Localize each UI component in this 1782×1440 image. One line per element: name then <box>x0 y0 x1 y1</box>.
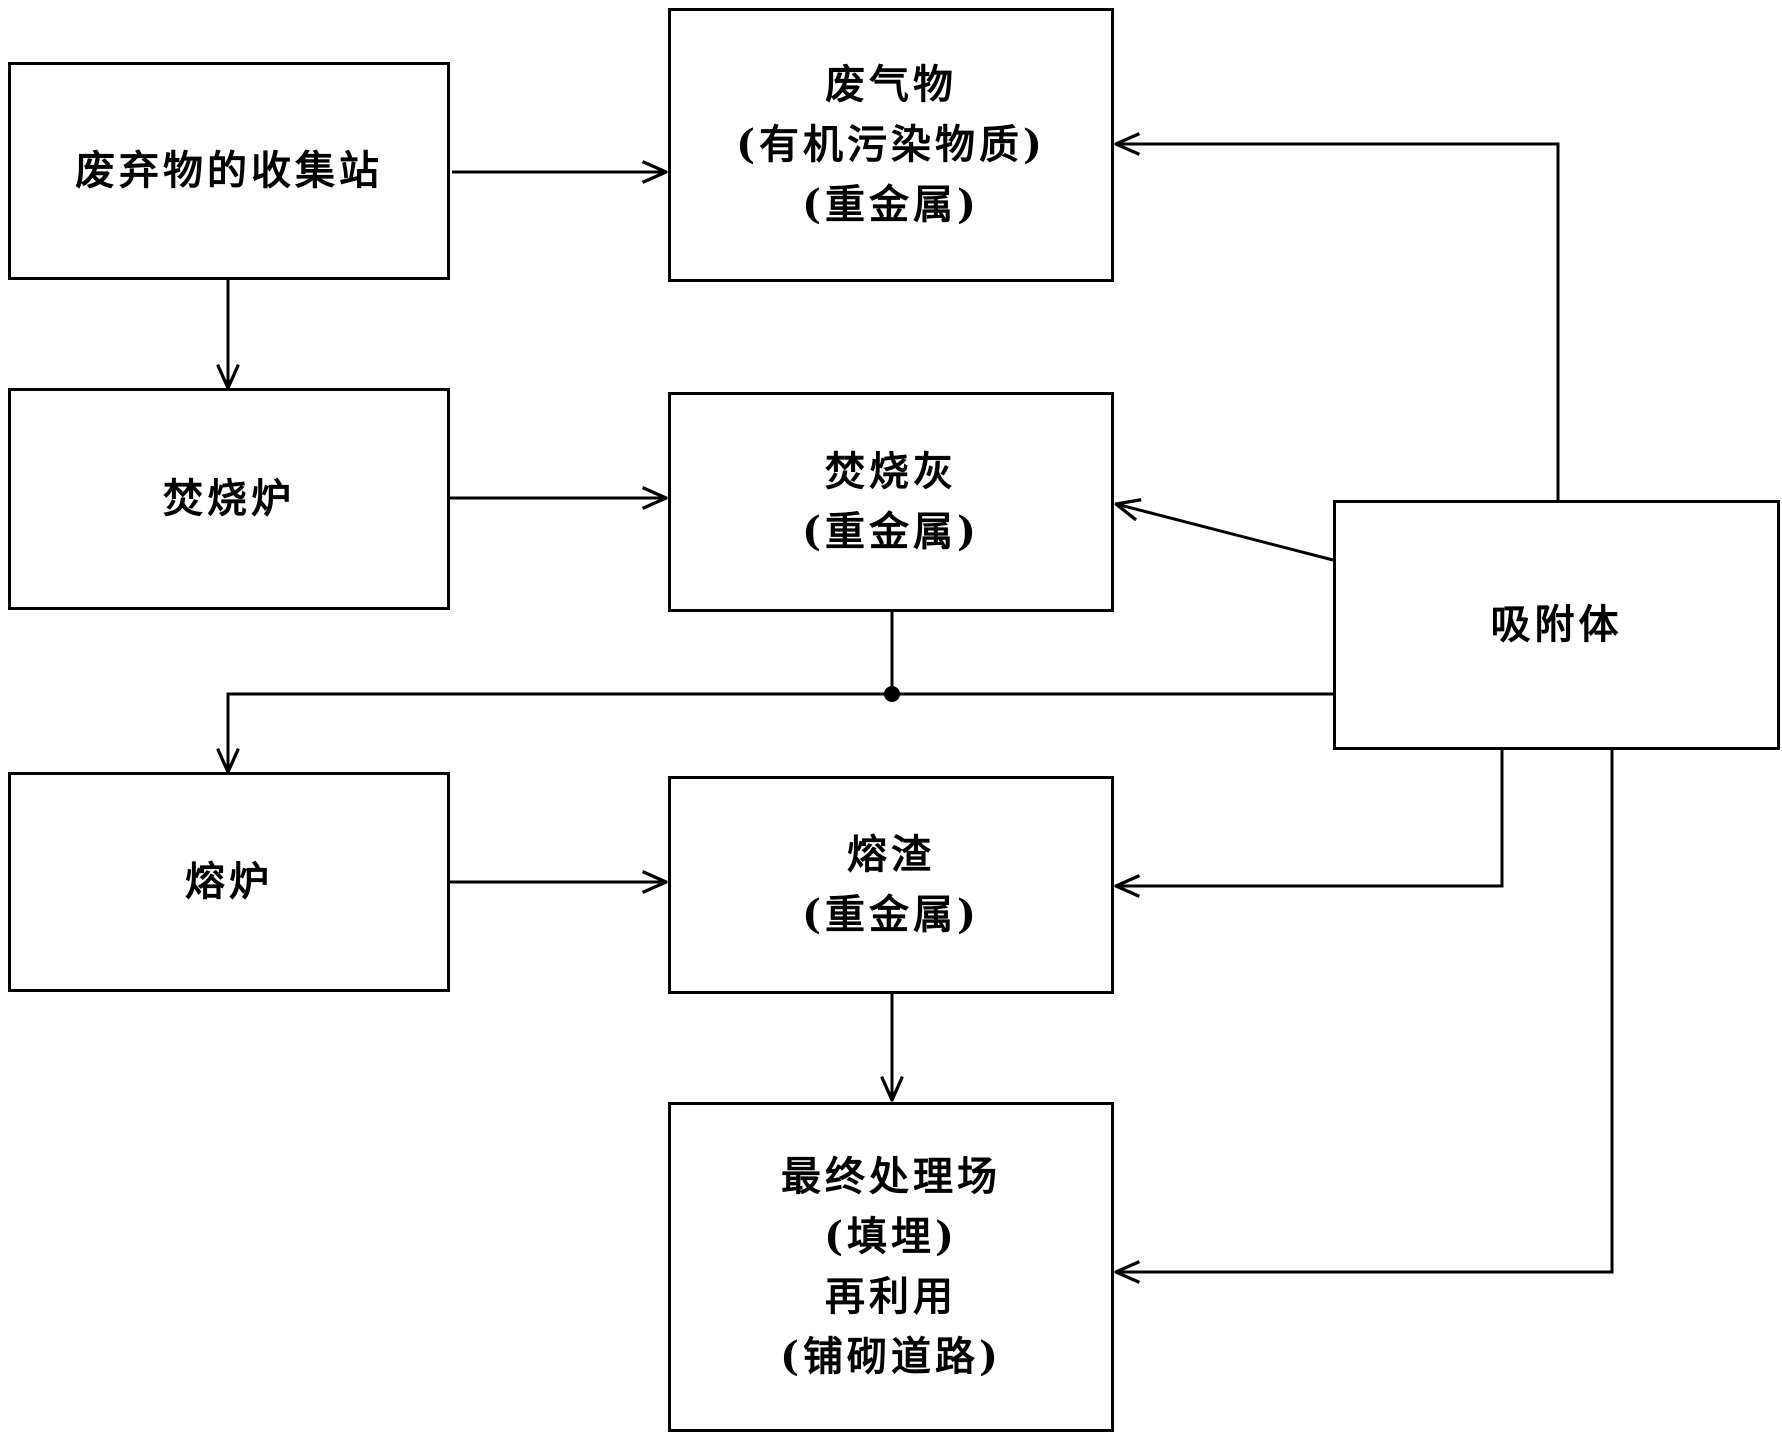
node-label: 废气物 (有机污染物质) (重金属) <box>736 57 1046 233</box>
arrow-junction-to-furnace <box>228 692 1333 772</box>
node-label-line: 熔炉 <box>185 858 273 905</box>
node-label-line: (重金属) <box>802 891 980 938</box>
node-exhaust-gas: 废气物 (有机污染物质) (重金属) <box>668 8 1114 282</box>
node-melting-furnace: 熔炉 <box>8 772 450 992</box>
node-label-line: 废气物 <box>824 61 957 108</box>
node-label: 熔渣 (重金属) <box>802 827 980 943</box>
node-label-line: 熔渣 <box>846 831 935 878</box>
node-incineration-ash: 焚烧灰 (重金属) <box>668 392 1114 612</box>
node-label: 焚烧灰 (重金属) <box>802 444 980 560</box>
arrow-adsorbent-to-ash <box>1116 504 1334 562</box>
node-label: 熔炉 <box>185 854 273 910</box>
node-label-line: (重金属) <box>802 181 980 228</box>
arrow-adsorbent-to-final <box>1116 750 1614 1272</box>
node-label-line: (填埋) <box>824 1213 958 1260</box>
node-label-line: 废弃物的收集站 <box>75 147 383 194</box>
arrow-adsorbent-to-slag <box>1116 750 1504 886</box>
node-label-line: 再利用 <box>824 1273 957 1320</box>
node-adsorbent: 吸附体 <box>1333 500 1780 750</box>
arrow-adsorbent-to-exhaust <box>1116 144 1560 500</box>
node-label-line: (有机污染物质) <box>736 121 1046 168</box>
node-incinerator: 焚烧炉 <box>8 388 450 610</box>
node-label: 吸附体 <box>1491 597 1623 653</box>
node-label-line: 焚烧炉 <box>163 475 295 522</box>
node-final-disposal: 最终处理场 (填埋) 再利用 (铺砌道路) <box>668 1102 1114 1432</box>
junction-dot <box>884 686 900 702</box>
node-label-line: (重金属) <box>802 508 980 555</box>
node-label: 最终处理场 (填埋) 再利用 (铺砌道路) <box>780 1149 1002 1385</box>
node-slag: 熔渣 (重金属) <box>668 776 1114 994</box>
node-label: 废弃物的收集站 <box>75 143 383 199</box>
node-collection-station: 废弃物的收集站 <box>8 62 450 280</box>
node-label-line: 焚烧灰 <box>824 448 957 495</box>
node-label-line: (铺砌道路) <box>780 1333 1002 1380</box>
node-label-line: 最终处理场 <box>780 1153 1001 1200</box>
node-label: 焚烧炉 <box>163 471 295 527</box>
node-label-line: 吸附体 <box>1490 601 1623 648</box>
